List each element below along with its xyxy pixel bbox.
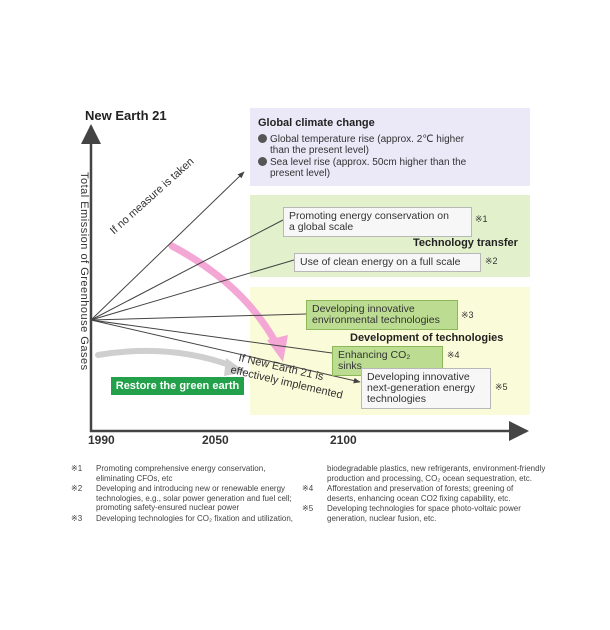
mark-3: ※3	[461, 310, 474, 320]
climate-bullet-sea-level: Sea level rise (approx. 50cm higher than…	[258, 157, 526, 179]
line-energy-conservation	[90, 219, 284, 321]
global-climate-heading: Global climate change	[258, 117, 375, 129]
mark-1: ※1	[475, 214, 488, 224]
footnote-mark-1: ※1	[71, 464, 83, 473]
gray-curve-arrow	[95, 347, 235, 369]
gray-curve-arrow-head	[224, 358, 246, 376]
development-label: Development of technologies	[350, 332, 504, 344]
pink-curve-arrow-head	[267, 335, 288, 362]
climate-bullet-temperature: Global temperature rise (approx. 2℃ high…	[258, 134, 526, 156]
diagram-title: New Earth 21	[85, 108, 167, 123]
footnote-mark-4: ※4	[302, 484, 314, 493]
x-tick-1990: 1990	[88, 433, 115, 447]
mark-2: ※2	[485, 256, 498, 266]
global-climate-panel	[250, 108, 530, 186]
footnote-5: Developing technologies for space photo-…	[327, 504, 521, 523]
line-co2-sinks	[90, 319, 333, 354]
x-tick-2050: 2050	[202, 433, 229, 447]
footnote-3-continuation: biodegradable plastics, new refrigerants…	[327, 464, 546, 483]
mark-5: ※5	[495, 382, 508, 392]
footnote-mark-5: ※5	[302, 504, 314, 513]
footnote-4: Afforestation and preservation of forest…	[327, 484, 514, 503]
bullet-dot-icon	[258, 134, 267, 143]
x-tick-2100: 2100	[330, 433, 357, 447]
box-energy-conservation: Promoting energy conservation on a globa…	[283, 207, 472, 237]
technology-transfer-label: Technology transfer	[413, 237, 518, 249]
bullet-dot-icon	[258, 157, 267, 166]
footnote-1: Promoting comprehensive energy conservat…	[96, 464, 266, 483]
footnote-3: Developing technologies for CO₂ fixation…	[96, 514, 293, 523]
footnote-mark-2: ※2	[71, 484, 83, 493]
line-next-generation	[90, 319, 361, 384]
footnote-2: Developing and introducing new or renewa…	[96, 484, 292, 512]
line-no-measure	[90, 171, 245, 321]
box-clean-energy: Use of clean energy on a full scale	[294, 253, 481, 272]
mark-4: ※4	[447, 350, 460, 360]
footnote-mark-3: ※3	[71, 514, 83, 523]
box-innovative-environmental: Developing innovative environmental tech…	[306, 300, 458, 330]
pink-curve-arrow	[168, 242, 281, 349]
box-next-generation: Developing innovative next-generation en…	[361, 368, 491, 409]
restore-green-earth-badge: Restore the green earth	[111, 377, 244, 395]
line-innovative-env	[90, 313, 307, 321]
line-clean-energy	[90, 259, 295, 321]
y-axis-label: Total Emission of Greenhouse Gases	[78, 172, 90, 371]
